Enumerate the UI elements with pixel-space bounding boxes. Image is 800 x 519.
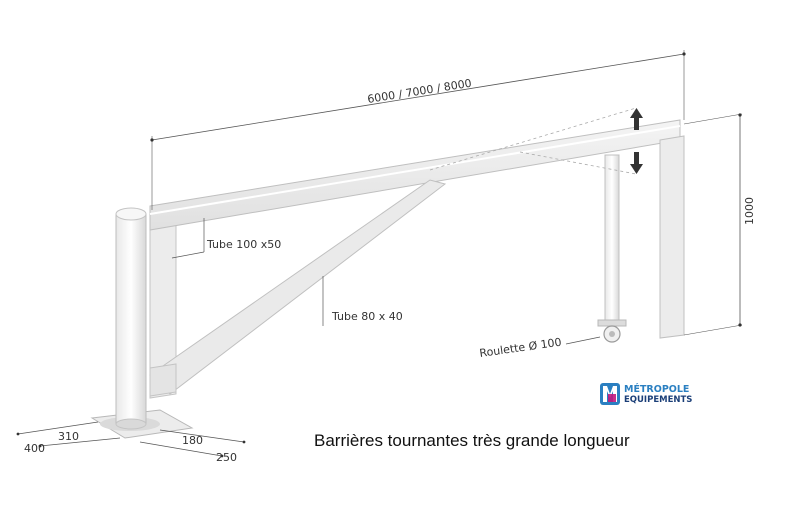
pivot-post bbox=[115, 207, 147, 430]
updown-arrow-icon bbox=[630, 108, 643, 174]
wheel-leg bbox=[597, 154, 627, 343]
tube-top-label: Tube 100 x50 bbox=[206, 238, 281, 251]
length-label: 6000 / 7000 / 8000 bbox=[366, 77, 472, 106]
length-dimension bbox=[150, 50, 686, 210]
diagram-caption: Barrières tournantes très grande longueu… bbox=[314, 431, 630, 450]
tube-top-callout bbox=[171, 218, 205, 259]
base-310-label: 310 bbox=[58, 430, 79, 443]
tube-brace-label: Tube 80 x 40 bbox=[331, 310, 403, 323]
wheel-callout bbox=[565, 336, 601, 345]
swing-indicator bbox=[429, 107, 637, 175]
height-dimension bbox=[683, 113, 743, 336]
base-250-label: 250 bbox=[216, 451, 237, 464]
height-label: 1000 bbox=[743, 197, 756, 225]
end-post bbox=[659, 135, 685, 339]
bottom-rail bbox=[149, 363, 177, 397]
logo-line2: EQUIPEMENTS bbox=[624, 395, 692, 405]
wheel-label: Roulette Ø 100 bbox=[479, 336, 563, 360]
logo-line1: MÉTROPOLE bbox=[624, 383, 689, 395]
base-180-label: 180 bbox=[182, 434, 203, 447]
base-dimensions bbox=[16, 421, 246, 458]
base-400-label: 400 bbox=[24, 442, 45, 455]
boom-tube bbox=[149, 119, 681, 231]
metropole-logo: MÉTROPOLE EQUIPEMENTS bbox=[600, 383, 692, 405]
